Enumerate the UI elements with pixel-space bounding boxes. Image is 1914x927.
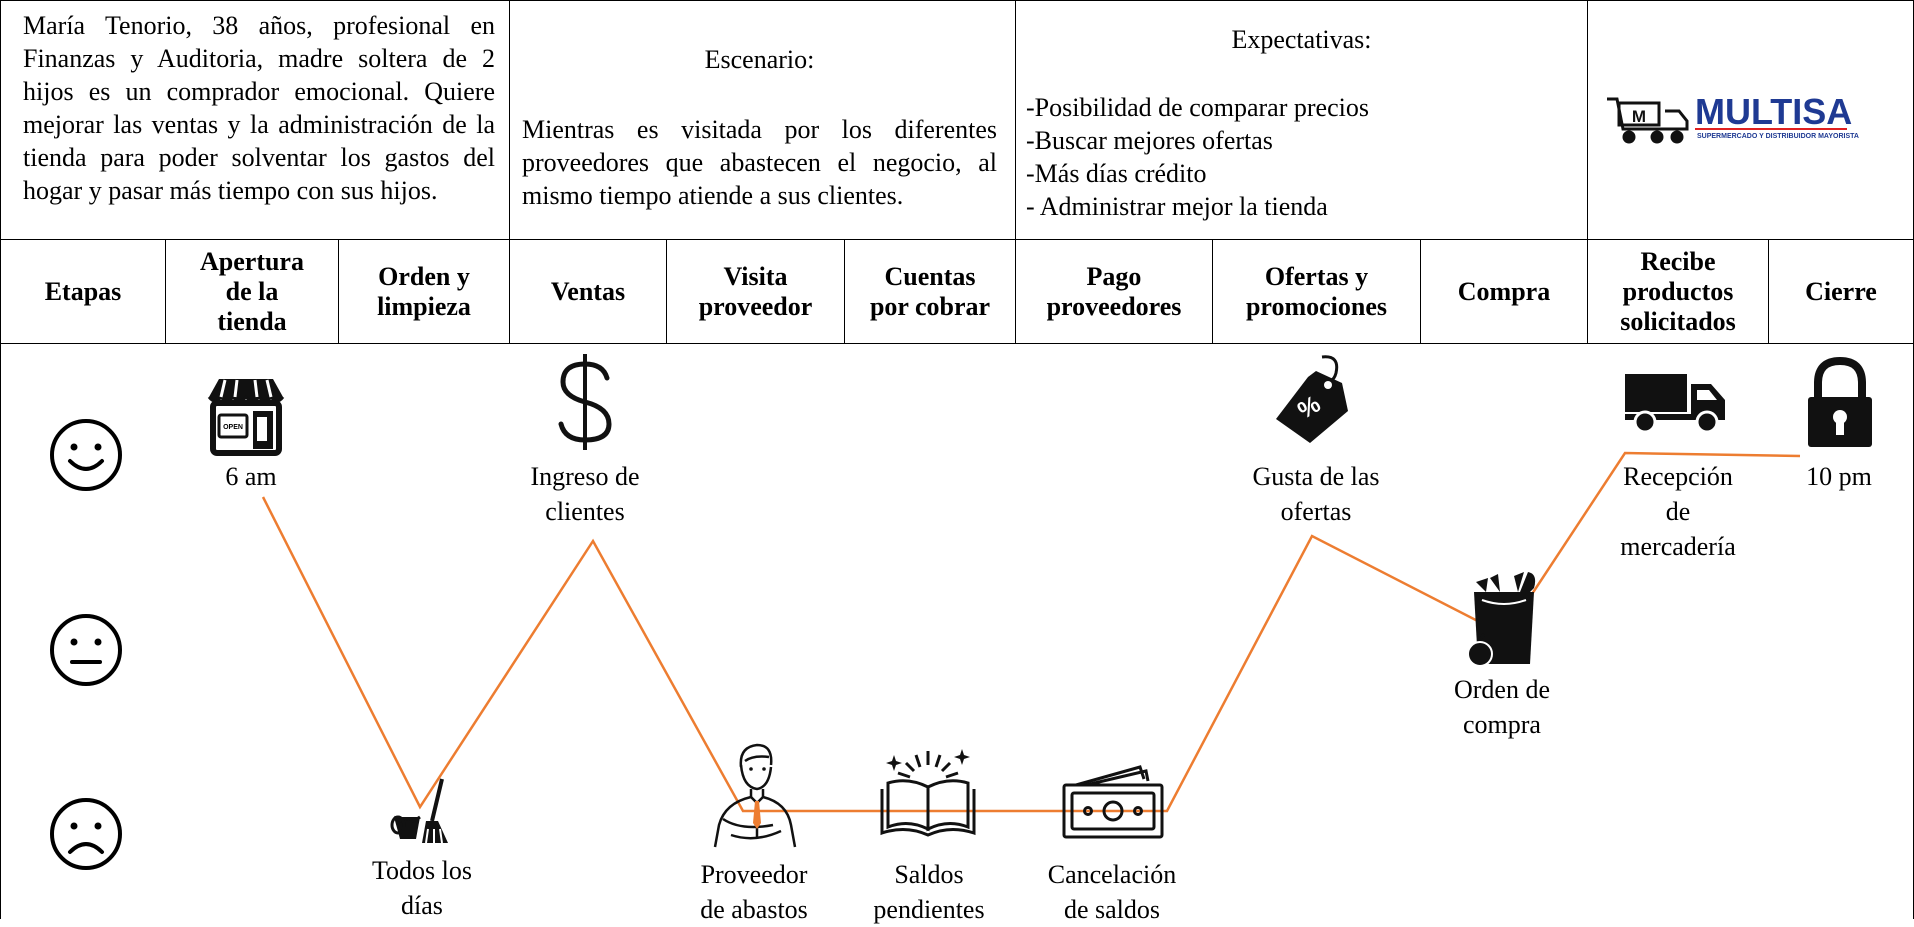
moment-cierre: 10 pm [1806,462,1872,491]
persona-description: María Tenorio, 38 años, profesional en F… [0,0,510,240]
store-icon: OPEN [207,379,285,456]
scenario-cell: Escenario: Mientras es visitada por los … [509,0,1016,240]
price-tag-icon: % [1276,355,1348,443]
sad-face-icon [50,798,122,870]
happy-face-icon [50,419,122,491]
moment-apertura: 6 am [225,462,277,491]
cart-icon [1607,97,1689,144]
scenario-title: Escenario: [704,45,815,74]
truck-icon [1625,374,1725,434]
logo-text: MULTISA [1695,91,1852,132]
dollar-icon [558,354,612,450]
expectation-item: -Más días crédito [1026,159,1207,188]
open-book-icon [880,749,976,837]
multisa-logo: M MULTISA SUPERMERCADO Y DISTRIBUIDOR MA… [1607,91,1859,144]
expectation-item: - Administrar mejor la tienda [1026,192,1328,221]
cart-letter: M [1632,107,1646,126]
expectations-title: Expectativas: [1231,25,1372,54]
businessman-icon [713,743,797,848]
expectation-item: -Posibilidad de comparar precios [1026,93,1369,122]
logo-tagline: SUPERMERCADO Y DISTRIBUIDOR MAYORISTA [1697,133,1859,140]
scenario-body: Mientras es visitada por los diferentes … [522,115,997,210]
cash-icon [1062,765,1164,839]
expectation-item: -Buscar mejores ofertas [1026,126,1273,155]
door-sign: OPEN [223,424,243,431]
neutral-face-icon [50,614,122,686]
broom-bucket-icon [390,778,448,844]
grocery-bag-icon [1468,572,1536,666]
padlock-icon [1808,357,1872,447]
